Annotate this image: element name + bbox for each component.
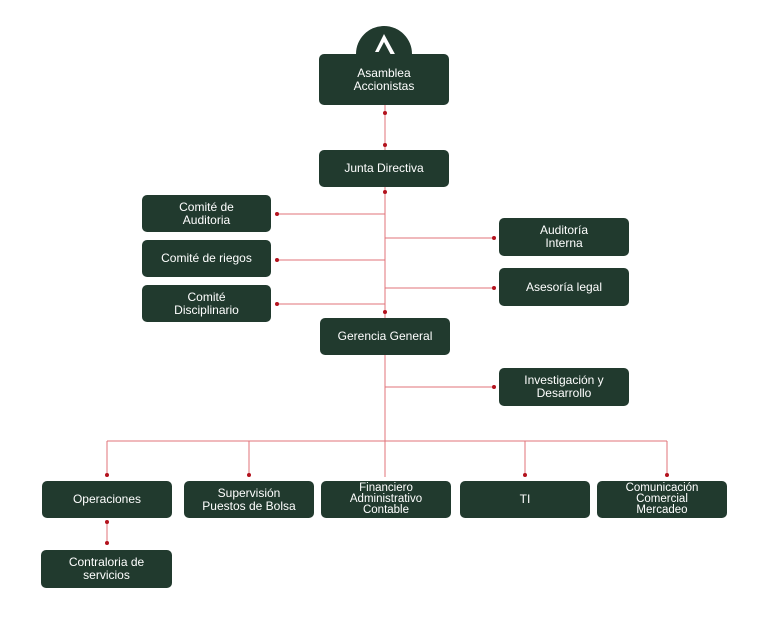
- dot: [275, 302, 279, 306]
- dot: [383, 310, 387, 314]
- node-supervision-puestos-bolsa: Supervisión Puestos de Bolsa: [184, 481, 314, 518]
- node-operaciones: Operaciones: [42, 481, 172, 518]
- dot: [105, 473, 109, 477]
- node-investigacion-desarrollo: Investigación y Desarrollo: [499, 368, 629, 406]
- node-comunicacion-comercial-mercadeo: Comunicación Comercial Mercadeo: [597, 481, 727, 518]
- node-asamblea-accionistas: Asamblea Accionistas: [319, 54, 449, 105]
- dot: [383, 190, 387, 194]
- dot: [275, 258, 279, 262]
- dot: [492, 236, 496, 240]
- connector-dots: [105, 111, 669, 545]
- node-junta-directiva: Junta Directiva: [319, 150, 449, 187]
- dot: [492, 286, 496, 290]
- node-comite-disciplinario: Comité Disciplinario: [142, 285, 271, 322]
- node-ti: TI: [460, 481, 590, 518]
- node-contraloria-servicios: Contraloria de servicios: [41, 550, 172, 588]
- dot: [492, 385, 496, 389]
- dot: [383, 143, 387, 147]
- node-auditoria-interna: Auditoría Interna: [499, 218, 629, 256]
- node-comite-auditoria: Comité de Auditoria: [142, 195, 271, 232]
- dot: [105, 520, 109, 524]
- dot: [105, 541, 109, 545]
- node-comite-riesgos: Comité de riegos: [142, 240, 271, 277]
- dot: [523, 473, 527, 477]
- dot: [247, 473, 251, 477]
- dot: [665, 473, 669, 477]
- node-financiero-administrativo-contable: Financiero Administrativo Contable: [321, 481, 451, 518]
- dot: [275, 212, 279, 216]
- node-gerencia-general: Gerencia General: [320, 318, 450, 355]
- node-asesoria-legal: Asesoría legal: [499, 268, 629, 306]
- dot: [383, 111, 387, 115]
